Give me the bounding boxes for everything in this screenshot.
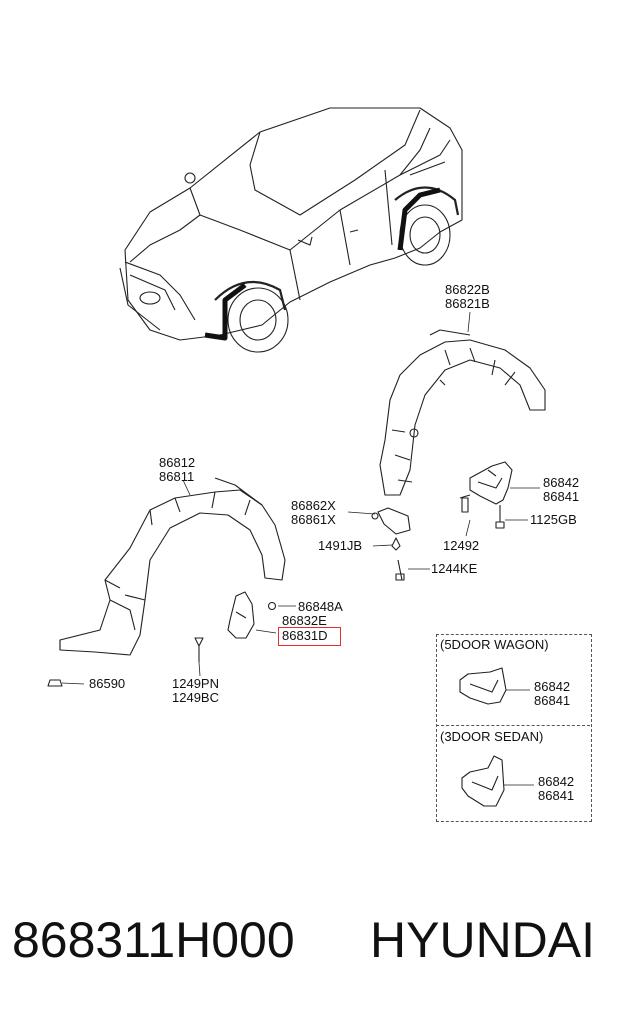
bolt-12492-label: 12492	[443, 538, 480, 553]
clip-86848-label: 86848A	[298, 599, 343, 614]
variant-3door-label-1: 86842	[538, 774, 575, 789]
variant-title-5door: (5DOOR WAGON)	[440, 637, 549, 652]
rear-liner-drawing	[379, 329, 546, 496]
rear-mudguard-label-2: 86841	[543, 489, 580, 504]
nut-86590-label: 86590	[89, 676, 126, 691]
clip-drawing	[371, 494, 505, 581]
screw-1249-label-1: 1249PN	[172, 676, 219, 691]
rear-liner-label-2: 86821B	[445, 296, 490, 311]
front-guard-label-2: 86831D	[282, 628, 328, 643]
front-liner-label-1: 86812	[159, 455, 196, 470]
part-number: 868311H000	[12, 912, 295, 968]
variant-5door-label-1: 86842	[534, 679, 571, 694]
front-liner-drawing	[59, 477, 286, 656]
variant-3door-label-2: 86841	[538, 788, 575, 803]
rear-mudguard-drawing	[469, 461, 513, 505]
variant-box-5door	[436, 634, 592, 822]
rear-liner-label-1: 86822B	[445, 282, 490, 297]
parts-diagram: 86822B 86821B 86842 86841 86862X 86861X …	[47, 107, 592, 822]
highlight-box	[278, 627, 341, 646]
bolt-1125-label: 1125GB	[530, 512, 577, 527]
front-liner-label-2: 86811	[159, 469, 195, 484]
clip-label-1: 86862X	[291, 498, 336, 513]
footer: 868311H000 HYUNDAI	[0, 895, 620, 985]
front-guard-label-1: 86832E	[282, 613, 327, 628]
screw-1491-label: 1491JB	[318, 538, 363, 553]
variant-5door-label-2: 86841	[534, 693, 571, 708]
screw-1249-label-2: 1249BC	[172, 690, 219, 705]
rear-mudguard-label-1: 86842	[543, 475, 580, 490]
variant-divider	[436, 725, 590, 726]
bolt-1244-label: 1244KE	[431, 561, 478, 576]
clip-label-2: 86861X	[291, 512, 336, 527]
front-guard-drawing	[227, 591, 255, 639]
brand-name: HYUNDAI	[370, 912, 596, 968]
diagram-drawing	[47, 107, 546, 687]
variant-title-3door: (3DOOR SEDAN)	[440, 729, 544, 744]
car-illustration	[119, 107, 463, 353]
